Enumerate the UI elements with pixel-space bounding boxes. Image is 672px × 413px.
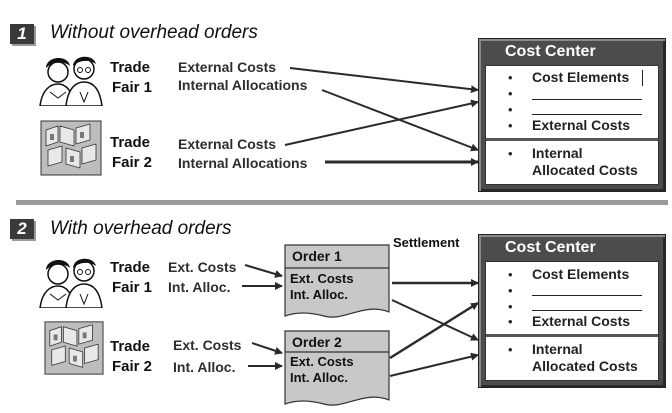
fair2-external-costs: External Costs (178, 136, 277, 152)
section-divider (16, 200, 668, 205)
allocated-costs-label: Allocated Costs (532, 162, 638, 178)
arrow-fair1-ext-to-order1 (244, 264, 283, 278)
fair1-int-alloc: Int. Alloc. (168, 279, 231, 295)
section-1-title: Without overhead orders (50, 22, 258, 43)
order-2-ext-costs: Ext. Costs (290, 354, 354, 369)
trade-fair-1-line2: Fair 1 (112, 79, 153, 96)
arrow-order2-ext-to-cc (389, 301, 479, 360)
fair1-ext-costs: Ext. Costs (168, 259, 237, 275)
blank-line (532, 114, 642, 115)
trade-fair-2-line1: Trade (110, 338, 151, 355)
trade-fair-1-line1: Trade (110, 259, 151, 276)
blank-line (532, 295, 642, 296)
section-2-number: 2 (10, 219, 34, 239)
order-2-title: Order 2 (292, 334, 342, 350)
cost-center-separator (486, 334, 658, 337)
trade-fair-booths-icon (40, 120, 102, 176)
cost-center-title: Cost Center (505, 43, 596, 60)
section-1-number: 1 (10, 24, 34, 44)
arrow-fair2-ext-to-order2 (251, 342, 283, 355)
fair1-external-costs: External Costs (178, 59, 277, 75)
fair1-internal-allocations: Internal Allocations (178, 77, 308, 93)
trade-fair-booths-icon (44, 321, 104, 375)
trade-fair-1-line2: Fair 1 (112, 279, 153, 296)
cost-center-body: • Cost Elements • • • External Costs • I… (485, 65, 659, 185)
cost-elements-label: Cost Elements (532, 266, 630, 282)
bullet: • (508, 299, 513, 314)
allocated-costs-label: Allocated Costs (532, 358, 638, 374)
arrow-fair2-external (284, 99, 479, 146)
fair2-ext-costs: Ext. Costs (173, 337, 242, 353)
fair2-int-alloc: Int. Alloc. (173, 359, 236, 375)
order-1-document: Order 1 Ext. Costs Int. Alloc. (284, 244, 390, 320)
bullet: • (508, 146, 513, 161)
trade-fair-2-label: Trade Fair 2 (110, 337, 152, 377)
people-icon (39, 258, 103, 308)
order-2-int-alloc: Int. Alloc. (290, 370, 349, 385)
order-2-document: Order 2 Ext. Costs Int. Alloc. (284, 330, 390, 408)
cost-center-title: Cost Center (505, 239, 596, 256)
people-icon (39, 56, 103, 106)
cost-center-box-1: Cost Center • Cost Elements • • • Extern… (478, 38, 666, 192)
arrow-order1-int-to-cc (391, 299, 479, 341)
external-costs-label: External Costs (532, 313, 631, 329)
trade-fair-1-line1: Trade (110, 59, 151, 76)
trade-fair-2-line1: Trade (110, 134, 151, 151)
bullet: • (508, 70, 513, 85)
external-costs-label: External Costs (532, 117, 631, 133)
order-1-title: Order 1 (292, 248, 342, 264)
trade-fair-2-line2: Fair 2 (112, 154, 153, 171)
text-cursor (642, 70, 643, 86)
trade-fair-1-label: Trade Fair 1 (110, 258, 152, 298)
arrow-fair1-external (289, 67, 479, 94)
trade-fair-2-line2: Fair 2 (112, 358, 153, 375)
trade-fair-1-label: Trade Fair 1 (110, 58, 152, 98)
cost-elements-label: Cost Elements (532, 69, 630, 85)
cost-center-body: • Cost Elements • • • External Costs • I… (485, 261, 659, 381)
blank-line (532, 99, 642, 100)
internal-label: Internal (532, 145, 583, 161)
cost-center-box-2: Cost Center • Cost Elements • • • Extern… (478, 234, 666, 388)
bullet: • (508, 314, 513, 329)
bullet: • (508, 102, 513, 117)
order-1-int-alloc: Int. Alloc. (290, 287, 349, 302)
bullet: • (508, 86, 513, 101)
section-2-title: With overhead orders (50, 218, 232, 239)
order-1-ext-costs: Ext. Costs (290, 271, 354, 286)
internal-label: Internal (532, 341, 583, 357)
trade-fair-2-label: Trade Fair 2 (110, 133, 152, 173)
fair2-internal-allocations: Internal Allocations (178, 155, 308, 171)
arrow-order2-int-to-cc (389, 352, 479, 377)
bullet: • (508, 283, 513, 298)
settlement-label: Settlement (393, 235, 460, 250)
bullet: • (508, 118, 513, 133)
bullet: • (508, 267, 513, 282)
cost-center-separator (486, 138, 658, 141)
bullet: • (508, 342, 513, 357)
blank-line (532, 310, 642, 311)
